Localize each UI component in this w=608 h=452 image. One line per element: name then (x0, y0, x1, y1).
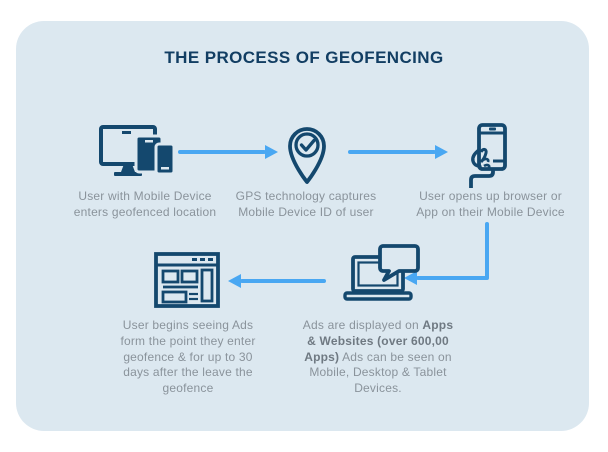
laptop-chat-bubble-icon (340, 244, 426, 304)
page-title: THE PROCESS OF GEOFENCING (164, 48, 444, 67)
step1-caption: User with Mobile Device enters geofenced… (73, 189, 217, 219)
step4-caption: Ads are displayed on Apps & Websites (ov… (288, 318, 468, 397)
gps-pin-check-icon (285, 125, 329, 185)
infographic-card (16, 21, 589, 431)
step4-caption-post: Ads can be seen on Mobile, Desktop & Tab… (309, 349, 452, 396)
hand-holding-phone-icon (464, 122, 512, 188)
step4-caption-bold: Apps & Websites (over 600,00 Apps) (304, 318, 454, 364)
devices-icon (98, 124, 178, 182)
step4-caption-pre: Ads are displayed on (302, 318, 423, 332)
step2-caption: GPS technology captures Mobile Device ID… (235, 189, 377, 219)
step3-caption: User opens up browser or App on their Mo… (416, 189, 565, 219)
browser-ads-icon (154, 251, 220, 309)
step5-caption: User begins seeing Ads form the point th… (120, 318, 256, 396)
